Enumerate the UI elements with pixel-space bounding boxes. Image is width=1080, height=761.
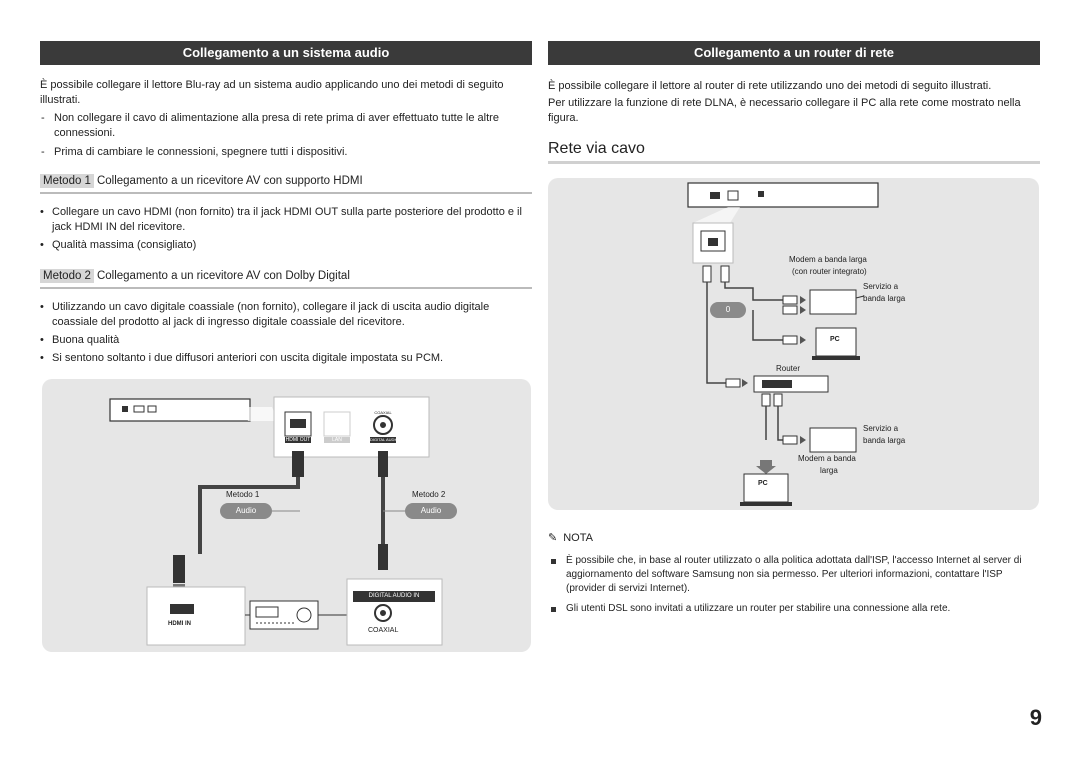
service1b-label: banda larga: [863, 294, 906, 303]
audio2-pill: Audio: [405, 503, 457, 519]
router-intro: È possibile collegare il lettore al rout…: [548, 80, 992, 92]
pc2-label: PC: [758, 480, 768, 487]
coax-plug-icon: [378, 451, 388, 477]
service2b-label: banda larga: [863, 436, 906, 445]
network-diagram-graphic: [687, 182, 879, 506]
nota-section: ✎ NOTA È possibile che, in base al router…: [548, 531, 1040, 616]
method2-tag: Metodo 2: [40, 269, 94, 283]
method1-bullet: Collegare un cavo HDMI (non fornito) tra…: [40, 205, 532, 235]
lan-plug-icon: [702, 265, 712, 283]
modem-icon: [809, 427, 857, 453]
nota-label: NOTA: [563, 532, 593, 544]
right-column: Collegamento a un router di rete È possi…: [548, 41, 1040, 164]
hdmi-out-label: HDMI OUT: [285, 437, 311, 443]
page-number: 9: [1029, 705, 1042, 730]
router-label: Router: [776, 364, 801, 373]
receiver-coax-panel: [346, 578, 443, 646]
method1-title: Collegamento a un ricevitore AV con supp…: [96, 175, 363, 187]
modem2b-label: larga: [820, 466, 838, 475]
hdmi-in-label: HDMI IN: [168, 621, 191, 627]
lan-label: LAN: [332, 437, 342, 443]
lan-port-icon: [323, 411, 351, 437]
method1-bullet: Qualità massima (consigliato): [40, 238, 532, 253]
hdmi-in-port-icon: [170, 604, 194, 614]
modem-router-label: Modem a banda larga: [789, 255, 867, 264]
note-item: Non collegare il cavo di alimentazione a…: [40, 111, 532, 141]
note-item: Prima di cambiare le connessioni, spegne…: [40, 145, 532, 160]
pc-laptop-icon-2: [743, 473, 789, 503]
left-column: Collegamento a un sistema audio È possib…: [40, 41, 532, 366]
method2-bullet: Si sentono soltanto i due diffusori ante…: [40, 351, 532, 366]
method2-bullet: Buona qualità: [40, 333, 532, 348]
modem2-label: Modem a banda: [798, 454, 856, 463]
digital-audio-out-label: DIGITAL AUDIO OUT: [370, 437, 396, 442]
audio-diagram-graphic: [109, 396, 443, 646]
service2-label: Servizio a: [863, 424, 899, 433]
nota-heading: ✎ NOTA: [548, 531, 1040, 544]
service1-label: Servizio a: [863, 282, 899, 291]
modem-router-label2: (con router integrato): [792, 267, 867, 276]
wired-heading: Rete via cavo: [548, 140, 1040, 164]
badge-zero: 0: [710, 302, 746, 318]
method1-tag: Metodo 1: [40, 174, 94, 188]
coaxial-label: COAXIAL: [368, 627, 399, 634]
modem-router-icon: [809, 289, 857, 315]
lan-plug-icon: [720, 265, 730, 283]
audio-connection-diagram: HDMI OUT LAN COAXIAL DIGITAL AUDIO OUT M…: [42, 379, 531, 652]
nota-item: Gli utenti DSL sono invitati a utilizzar…: [548, 602, 1040, 616]
intro-paragraph: È possibile collegare il lettore Blu-ray…: [40, 79, 504, 106]
coax-plug-lower-icon: [378, 544, 388, 570]
bluray-player-icon: [109, 398, 251, 422]
av-receiver-icon: [249, 600, 319, 630]
coaxial-port-icon: [373, 415, 393, 435]
down-arrow-icon: [756, 460, 776, 474]
method2-bullet: Utilizzando un cavo digitale coassiale (…: [40, 300, 532, 330]
method2-title: Collegamento a un ricevitore AV con Dolb…: [96, 270, 350, 282]
hdmi-plug-icon: [292, 451, 304, 477]
hdmi-out-port-icon: [284, 411, 312, 437]
pencil-icon: ✎: [548, 532, 558, 544]
router-dlna: Per utilizzare la funzione di rete DLNA,…: [548, 97, 1021, 124]
section-title-audio: Collegamento a un sistema audio: [40, 41, 532, 65]
coaxial-in-port-icon: [374, 604, 392, 622]
nota-item: È possibile che, in base al router utili…: [548, 554, 1040, 596]
section-title-router: Collegamento a un router di rete: [548, 41, 1040, 65]
method2-diagram-label: Metodo 2: [412, 490, 446, 499]
network-diagram: Modem a banda larga (con router integrat…: [548, 178, 1039, 510]
pc1-label: PC: [830, 336, 840, 343]
coaxial-small-label: COAXIAL: [374, 410, 392, 415]
digital-audio-in-label: DIGITAL AUDIO IN: [368, 593, 420, 599]
hdmi-plug-lower-icon: [173, 555, 185, 583]
audio1-pill: Audio: [220, 503, 272, 519]
receiver-hdmi-panel: [146, 586, 246, 646]
method1-diagram-label: Metodo 1: [226, 490, 260, 499]
